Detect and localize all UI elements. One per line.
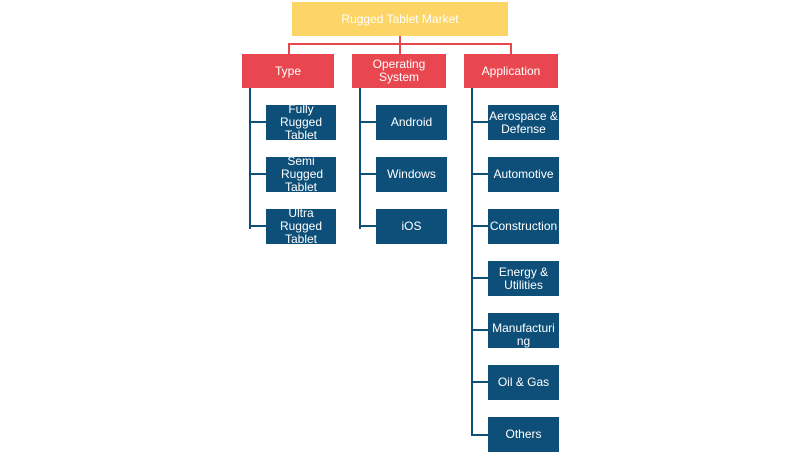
leaf-label: Windows: [387, 167, 436, 181]
root-node: Rugged Tablet Market: [292, 2, 508, 36]
leaf-windows: Windows: [376, 157, 447, 192]
root-drop-type: [288, 43, 290, 54]
leaf-manufacturing: Manufacturing: [488, 313, 559, 348]
category-operating-system: Operating System: [352, 54, 446, 88]
application-trunk: [471, 88, 473, 436]
leaf-label: Others: [505, 427, 542, 441]
leaf-ios: iOS: [376, 209, 447, 244]
application-branch: [471, 173, 488, 175]
category-application-label: Application: [481, 63, 541, 78]
leaf-label: iOS: [401, 219, 422, 233]
type-branch: [249, 225, 266, 227]
leaf-semi-rugged-tablet: Semi Rugged Tablet: [266, 157, 336, 192]
os-branch: [359, 121, 376, 123]
type-trunk: [249, 88, 251, 229]
leaf-construction: Construction: [488, 209, 559, 244]
leaf-label: Semi Rugged Tablet: [281, 157, 324, 192]
leaf-automotive: Automotive: [488, 157, 559, 192]
application-branch: [471, 329, 488, 331]
leaf-aerospace-defense: Aerospace & Defense: [488, 105, 559, 140]
leaf-ultra-rugged-tablet: Ultra Rugged Tablet: [266, 209, 336, 244]
leaf-label: Manufacturing: [492, 321, 555, 348]
leaf-label: Android: [390, 115, 433, 129]
leaf-fully-rugged-tablet: Fully Rugged Tablet: [266, 105, 336, 140]
leaf-label: Oil & Gas: [497, 375, 550, 389]
category-type-label: Type: [274, 63, 301, 78]
leaf-label: Ultra Rugged Tablet: [279, 209, 323, 244]
type-branch: [249, 173, 266, 175]
category-operating-system-label: Operating System: [372, 57, 426, 84]
leaf-android: Android: [376, 105, 447, 140]
leaf-oil-gas: Oil & Gas: [488, 365, 559, 400]
leaf-energy-utilities: Energy & Utilities: [488, 261, 559, 296]
root-drop-os: [399, 43, 401, 54]
application-branch: [471, 225, 488, 227]
application-branch: [471, 277, 488, 279]
application-branch: [471, 121, 488, 123]
os-branch: [359, 225, 376, 227]
os-trunk: [359, 88, 361, 229]
leaf-label: Automotive: [493, 167, 554, 181]
category-application: Application: [464, 54, 558, 88]
leaf-others: Others: [488, 417, 559, 452]
type-branch: [249, 121, 266, 123]
os-branch: [359, 173, 376, 175]
leaf-label: Construction: [489, 219, 558, 233]
leaf-label: Energy & Utilities: [498, 264, 549, 292]
leaf-label: Aerospace & Defense: [489, 108, 558, 136]
application-branch: [471, 434, 488, 436]
leaf-label: Fully Rugged Tablet: [279, 105, 323, 140]
application-branch: [471, 381, 488, 383]
category-type: Type: [242, 54, 334, 88]
root-stem: [399, 36, 401, 44]
root-label: Rugged Tablet Market: [341, 11, 459, 26]
root-drop-application: [510, 43, 512, 54]
